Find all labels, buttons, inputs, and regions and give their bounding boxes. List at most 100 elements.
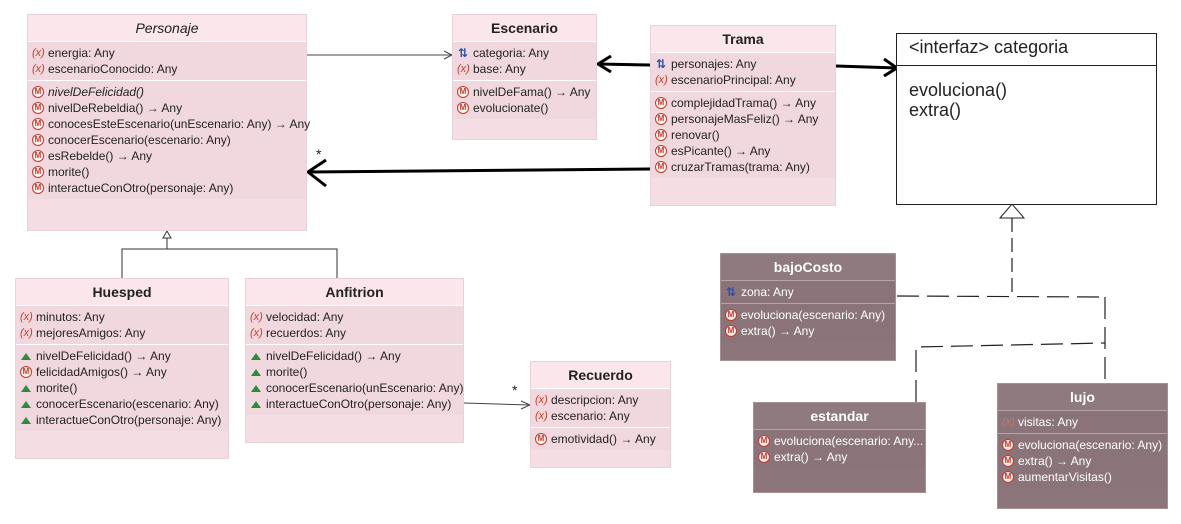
method-icon: M bbox=[1002, 455, 1014, 467]
fields-section: (x)minutos: Any (x)mejoresAmigos: Any bbox=[16, 305, 228, 344]
method-icon: M bbox=[32, 150, 44, 162]
field-row: (x)descripcion: Any bbox=[535, 392, 666, 408]
anfitrion-recuerdos-multiplicity: * bbox=[512, 382, 518, 398]
method-icon: M bbox=[725, 325, 737, 337]
fields-section: (x)energia: Any (x)escenarioConocido: An… bbox=[28, 41, 306, 80]
field-row: (x)velocidad: Any bbox=[250, 309, 459, 325]
field-icon: (x) bbox=[1002, 416, 1015, 428]
field-row: ⇅categoria: Any bbox=[457, 45, 592, 61]
field-label: zona: Any bbox=[741, 285, 794, 299]
class-name: Huesped bbox=[16, 279, 228, 305]
method-icon: M bbox=[655, 129, 667, 141]
field-icon: (x) bbox=[32, 63, 45, 75]
realization-estandar bbox=[915, 342, 1106, 402]
method-icon: M bbox=[457, 86, 469, 98]
field-label: base: Any bbox=[473, 62, 526, 76]
assoc-trama-personaje-arrowhead bbox=[305, 158, 327, 188]
fields-section: (x)velocidad: Any (x)recuerdos: Any bbox=[246, 305, 463, 344]
method-label: esPicante() → Any bbox=[671, 144, 771, 158]
field-row: (x)minutos: Any bbox=[20, 309, 224, 325]
fields-section: ⇅ personajes: Any (x)escenarioPrincipal: … bbox=[651, 52, 835, 91]
class-name: bajoCosto bbox=[721, 254, 895, 280]
assoc-anfitrion-recuerdo bbox=[463, 402, 531, 406]
method-label: aumentarVisitas() bbox=[1018, 470, 1112, 484]
method-label: interactueConOtro(personaje: Any) bbox=[48, 181, 234, 195]
inheritance-personaje-triangle bbox=[162, 229, 172, 239]
assoc-trama-escenario-arrowhead bbox=[595, 54, 612, 74]
inherited-method-icon bbox=[251, 352, 261, 360]
realization-bajocosto bbox=[896, 295, 1106, 298]
class-huesped[interactable]: Huesped (x)minutos: Any (x)mejoresAmigos… bbox=[15, 278, 229, 459]
field-label: personajes: Any bbox=[671, 57, 757, 71]
field-label: escenarioPrincipal: Any bbox=[671, 73, 796, 87]
field-label: visitas: Any bbox=[1018, 415, 1079, 429]
method-icon: M bbox=[1002, 471, 1014, 483]
field-row: ⇅zona: Any bbox=[725, 284, 891, 300]
field-icon: (x) bbox=[535, 410, 548, 422]
method-icon: M bbox=[32, 134, 44, 146]
field-icon: (x) bbox=[20, 327, 33, 339]
method-icon: M bbox=[758, 435, 770, 447]
field-row: (x)mejoresAmigos: Any bbox=[20, 325, 224, 341]
fields-section: (x)visitas: Any bbox=[998, 410, 1167, 433]
method-icon: M bbox=[655, 145, 667, 157]
method-label: interactueConOtro(personaje: Any) bbox=[36, 413, 222, 427]
assoc-trama-personaje bbox=[307, 167, 651, 174]
field-row: (x)escenarioConocido: Any bbox=[32, 61, 302, 77]
field-icon: (x) bbox=[535, 394, 548, 406]
method-row: nivelDeFelicidad() → Any bbox=[250, 348, 459, 364]
class-name: estandar bbox=[754, 403, 925, 429]
method-label: morite() bbox=[48, 165, 90, 179]
class-name: Trama bbox=[651, 26, 835, 52]
method-row: nivelDeFelicidad() → Any bbox=[20, 348, 224, 364]
field-icon: (x) bbox=[655, 74, 668, 86]
field-icon: (x) bbox=[250, 327, 263, 339]
class-escenario[interactable]: Escenario ⇅categoria: Any (x)base: Any M… bbox=[452, 14, 597, 140]
method-row: conocerEscenario(escenario: Any) bbox=[20, 396, 224, 412]
class-anfitrion[interactable]: Anfitrion (x)velocidad: Any (x)recuerdos… bbox=[245, 278, 464, 443]
inherited-method-icon bbox=[21, 416, 31, 424]
methods-section: nivelDeFelicidad() → Any morite() conoce… bbox=[246, 344, 463, 415]
method-row: morite() bbox=[20, 380, 224, 396]
inheritance-huesped-anfitrion bbox=[121, 248, 338, 278]
field-label: escenario: Any bbox=[551, 409, 630, 423]
class-recuerdo[interactable]: Recuerdo (x)descripcion: Any (x)escenari… bbox=[530, 361, 671, 468]
method-label: interactueConOtro(personaje: Any) bbox=[266, 397, 452, 411]
method-icon: M bbox=[32, 182, 44, 194]
method-label: personajeMasFeliz() → Any bbox=[671, 112, 819, 126]
method-label: morite() bbox=[266, 365, 308, 379]
field-row: (x)recuerdos: Any bbox=[250, 325, 459, 341]
class-trama[interactable]: Trama ⇅ personajes: Any (x)escenarioPrinc… bbox=[650, 25, 836, 206]
inherited-method-icon bbox=[251, 384, 261, 392]
class-name: Escenario bbox=[453, 15, 596, 41]
sync-field-icon: ⇅ bbox=[655, 57, 667, 71]
field-row: (x)escenarioPrincipal: Any bbox=[655, 72, 831, 88]
inherited-method-icon bbox=[21, 384, 31, 392]
class-personaje[interactable]: Personaje (x)energia: Any (x)escenarioCo… bbox=[27, 14, 310, 231]
field-row: (x)energia: Any bbox=[32, 45, 302, 61]
method-row: morite() bbox=[250, 364, 459, 380]
method-label: evoluciona(escenario: Any) bbox=[741, 308, 886, 322]
interface-categoria[interactable]: <interfaz> categoria evoluciona() extra(… bbox=[896, 33, 1157, 205]
method-label: evoluciona(escenario: Any... bbox=[774, 434, 924, 448]
